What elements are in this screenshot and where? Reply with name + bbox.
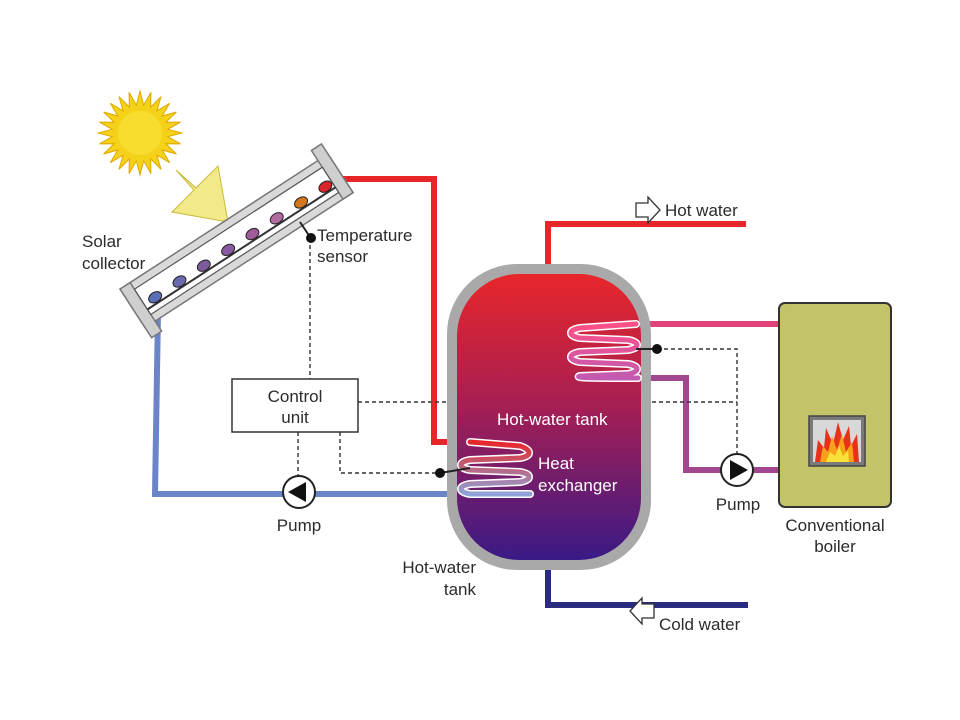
tank-inside-label: Hot-water tank xyxy=(497,410,608,429)
sunlight-arrow-icon xyxy=(170,164,229,223)
boiler-return-pipe xyxy=(638,375,778,473)
pump-right-label: Pump xyxy=(716,495,760,514)
heat-exchanger-label-1: Heat xyxy=(538,454,574,473)
boiler-label-2: boiler xyxy=(814,537,856,556)
pump-left-label: Pump xyxy=(277,516,321,535)
boiler-coil-sensor-icon xyxy=(636,344,662,354)
coil-sensor-icon xyxy=(435,467,471,478)
tank-outside-label-1: Hot-water xyxy=(402,558,476,577)
heat-exchanger-label-2: exchanger xyxy=(538,476,618,495)
solar-collector xyxy=(118,142,355,339)
collector-tube xyxy=(318,180,333,193)
hot-water-label: Hot water xyxy=(665,201,738,220)
conventional-boiler xyxy=(778,302,892,508)
temperature-sensor-label-2: sensor xyxy=(317,247,368,266)
cold-water-inlet-pipe xyxy=(545,560,748,608)
temperature-sensor-icon xyxy=(299,221,316,243)
collector-tube xyxy=(269,212,284,225)
solar-collector-label-1: Solar xyxy=(82,232,122,251)
collector-tube xyxy=(221,243,236,257)
tank-outside-label-2: tank xyxy=(444,580,477,599)
fire-icon xyxy=(815,422,859,462)
hot-water-arrow-icon xyxy=(635,195,661,225)
hot-water-outlet-pipe xyxy=(545,221,746,274)
collector-tube xyxy=(245,227,260,241)
control-unit-label-2: unit xyxy=(281,408,309,427)
collector-tube xyxy=(196,259,211,272)
solar-collector-label-2: collector xyxy=(82,254,146,273)
boiler-label-1: Conventional xyxy=(785,516,884,535)
collector-tube xyxy=(148,291,163,304)
pump-right-icon xyxy=(720,453,754,487)
cold-water-arrow-icon xyxy=(629,596,655,626)
temperature-sensor-label-1: Temperature xyxy=(317,226,412,245)
cold-water-label: Cold water xyxy=(659,615,741,634)
collector-tube xyxy=(172,275,187,288)
pump-left-icon xyxy=(282,475,316,509)
control-unit-label-1: Control xyxy=(268,387,323,406)
collector-tube xyxy=(294,196,309,209)
control-unit-box xyxy=(231,378,359,433)
boiler-coil xyxy=(567,320,642,382)
sun-icon xyxy=(96,89,184,177)
cold-pipe-return-to-collector xyxy=(151,311,530,497)
heat-exchanger-coil xyxy=(457,438,534,498)
